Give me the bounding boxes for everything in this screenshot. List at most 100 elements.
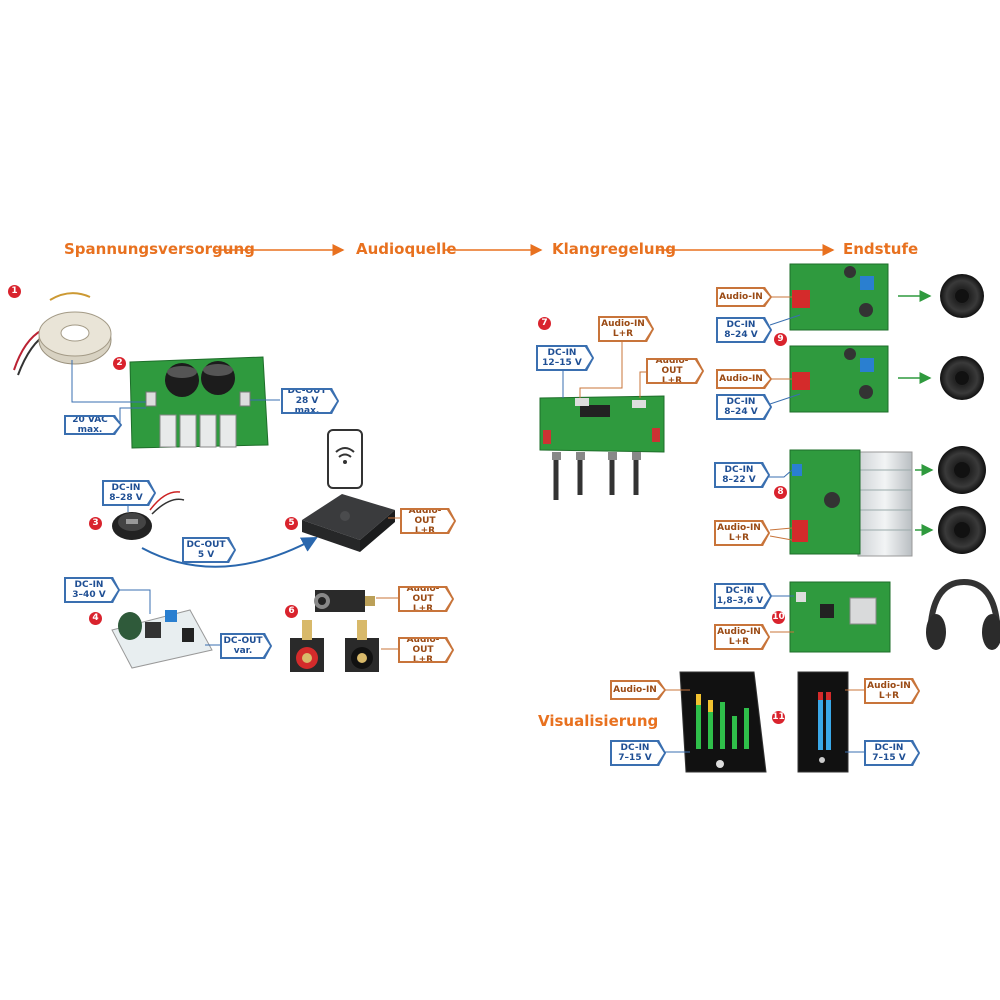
header-endstufe: Endstufe (843, 240, 919, 258)
headphone-amp-board (789, 581, 891, 653)
label-line: Audio-OUT (655, 356, 689, 376)
label-audioin11a: Audio-IN (610, 680, 666, 700)
vu-meter-bar (797, 671, 849, 773)
speaker-icon (940, 274, 984, 318)
tone-control-board (539, 395, 665, 500)
header-visualisierung: Visualisierung (538, 712, 659, 730)
label-line: L+R (414, 526, 436, 536)
label-audioin9b: Audio-IN (716, 369, 772, 389)
label-line: Audio-IN (867, 681, 911, 691)
label-line: DC-IN (620, 743, 650, 753)
label-line: DC-IN (547, 348, 577, 358)
label-line: 12–15 V (542, 358, 582, 368)
label-line: DC-IN (726, 320, 756, 330)
badge-1: 1 (8, 285, 21, 298)
header-spannungsversorgung: Spannungsversorgung (64, 240, 255, 258)
power-supply-board (129, 356, 269, 449)
label-line: DC-IN (725, 586, 755, 596)
amp-board-a (789, 263, 889, 331)
label-line: Audio-IN (719, 374, 763, 384)
vu-meter-stereo (679, 671, 767, 773)
label-line: L+R (728, 637, 750, 647)
label-line: Audio-IN (601, 319, 645, 329)
label-line: DC-IN (111, 483, 141, 493)
label-line: L+R (728, 533, 750, 543)
label-line: 8–22 V (722, 475, 756, 485)
label-line: Audio-IN (717, 523, 761, 533)
label-line: Audio-OUT (408, 506, 442, 526)
label-line: DC-IN (726, 397, 756, 407)
label-audioin9a: Audio-IN (716, 287, 772, 307)
speaker-icon (938, 506, 986, 554)
badge-8: 8 (774, 486, 787, 499)
label-line: DC-IN (74, 580, 104, 590)
label-line: 8–24 V (724, 330, 758, 340)
label-line: 3–40 V (72, 590, 106, 600)
badge-9: 9 (774, 333, 787, 346)
label-line: L+R (412, 655, 434, 665)
badge-6: 6 (285, 605, 298, 618)
label-line: DC-IN (724, 465, 754, 475)
label-line: Audio-OUT (406, 635, 440, 655)
label-line: 5 V (197, 550, 215, 560)
amp-board-b (789, 345, 889, 413)
label-line: DC-OUT (287, 386, 327, 396)
header-klangregelung: Klangregelung (552, 240, 677, 258)
label-line: 8–28 V (109, 493, 143, 503)
label-line: 1,8–3,6 V (716, 596, 764, 606)
label-line: L+R (612, 329, 634, 339)
badge-2: 2 (113, 357, 126, 370)
usb-socket (112, 491, 185, 540)
header-audioquelle: Audioquelle (356, 240, 457, 258)
speaker-icon (938, 446, 986, 494)
label-line: L+R (661, 376, 683, 386)
badge-5: 5 (285, 517, 298, 530)
speaker-icon (940, 356, 984, 400)
badge-11: 11 (772, 711, 785, 724)
label-vac: 20 VAC max. (64, 415, 122, 435)
badge-3: 3 (89, 517, 102, 530)
headphones-icon (926, 578, 1000, 650)
audio-jacks (290, 590, 379, 672)
label-line: DC-OUT (186, 540, 226, 550)
label-line: 28 V max. (294, 396, 320, 416)
label-line: Audio-IN (719, 292, 763, 302)
smartphone-wifi (327, 429, 363, 489)
label-line: L+R (412, 604, 434, 614)
label-line: Audio-IN (613, 685, 657, 695)
label-line: 7–15 V (618, 753, 652, 763)
label-line: DC-IN (874, 743, 904, 753)
label-line: DC-OUT (223, 636, 263, 646)
label-line: L+R (878, 691, 900, 701)
badge-4: 4 (89, 612, 102, 625)
label-line: 7–15 V (872, 753, 906, 763)
label-line: var. (233, 646, 253, 656)
toroidal-transformer (13, 292, 112, 376)
label-line: Audio-IN (717, 627, 761, 637)
amp-board-heatsink (789, 449, 913, 557)
label-line: 8–24 V (724, 407, 758, 417)
label-line: Audio-OUT (406, 584, 440, 604)
buck-converter-board (111, 609, 213, 669)
badge-10: 10 (772, 611, 785, 624)
